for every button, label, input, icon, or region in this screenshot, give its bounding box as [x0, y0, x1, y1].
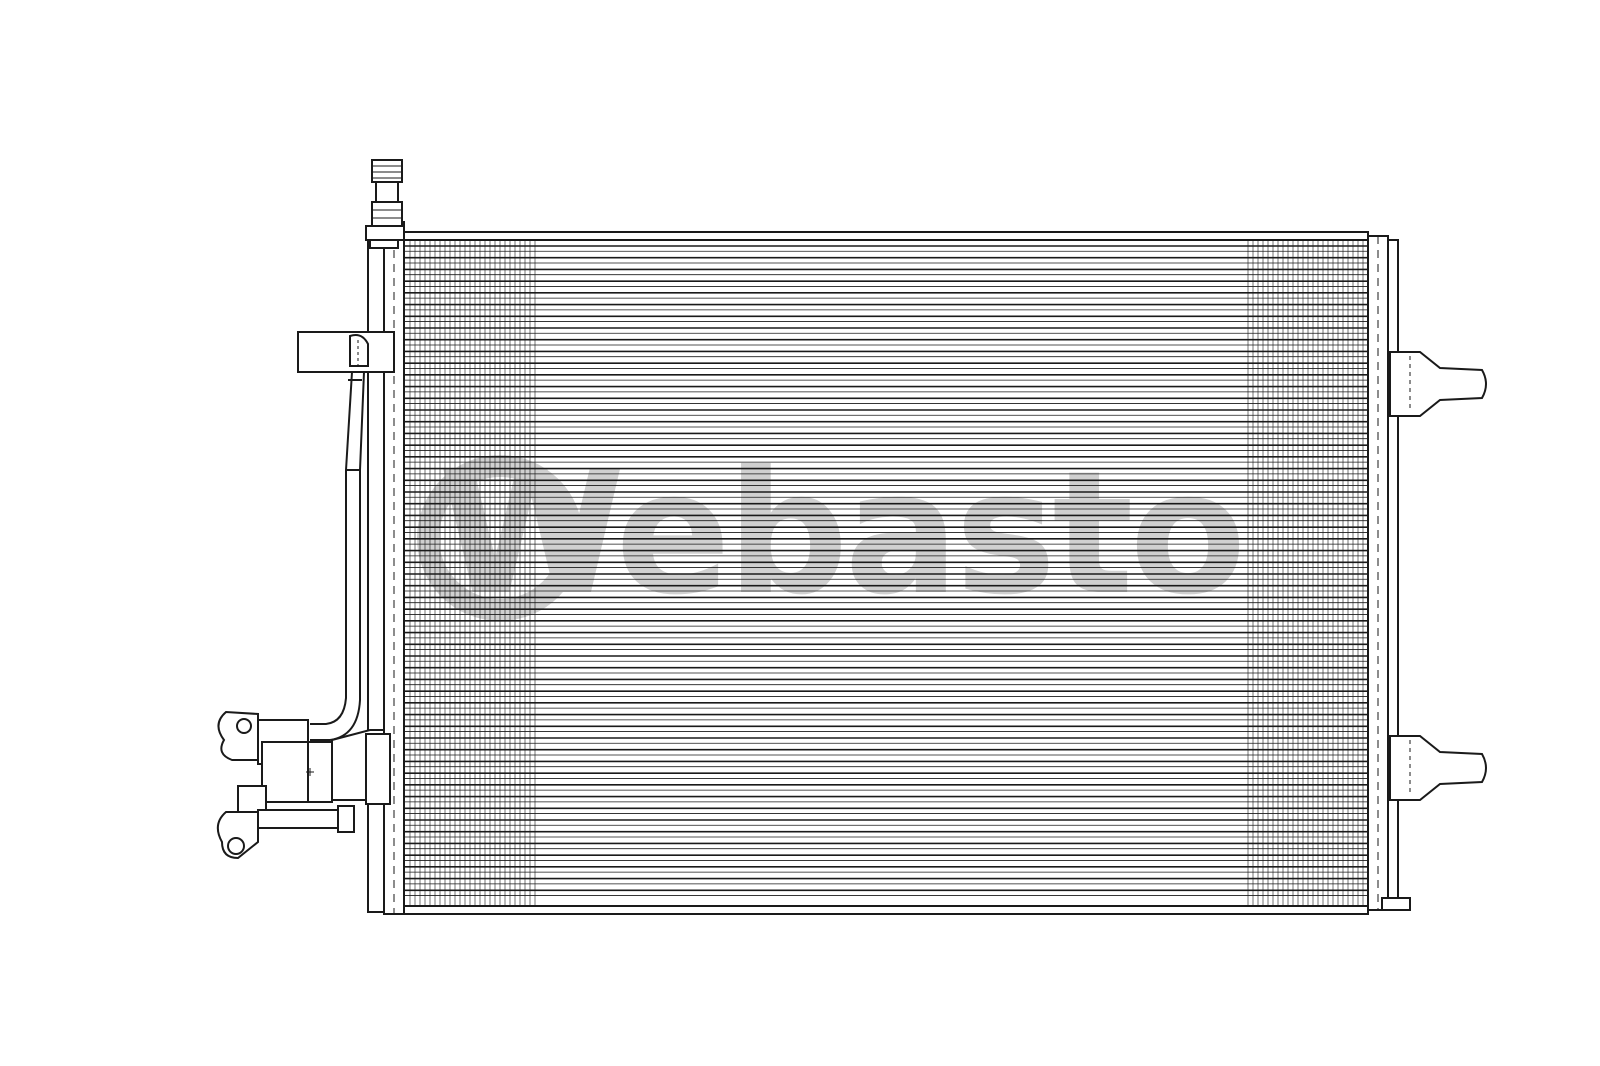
watermark-text: Webasto — [438, 435, 1242, 633]
mounting-pin-upper — [1389, 351, 1487, 417]
lower-tank-bracket — [365, 733, 391, 805]
return-pipe — [310, 371, 366, 741]
tube-array — [404, 245, 1368, 896]
fin-band-right — [1247, 240, 1364, 906]
webasto-watermark: Webasto — [417, 435, 1246, 633]
pressure-switch — [297, 331, 395, 373]
service-valve — [365, 159, 405, 241]
mounting-pin-lower — [1389, 735, 1487, 801]
drain-plug — [1381, 897, 1411, 911]
left-header-tank — [383, 221, 405, 915]
connection-block — [216, 710, 385, 860]
right-header-tank — [1367, 235, 1411, 911]
fin-band-left — [409, 240, 536, 906]
